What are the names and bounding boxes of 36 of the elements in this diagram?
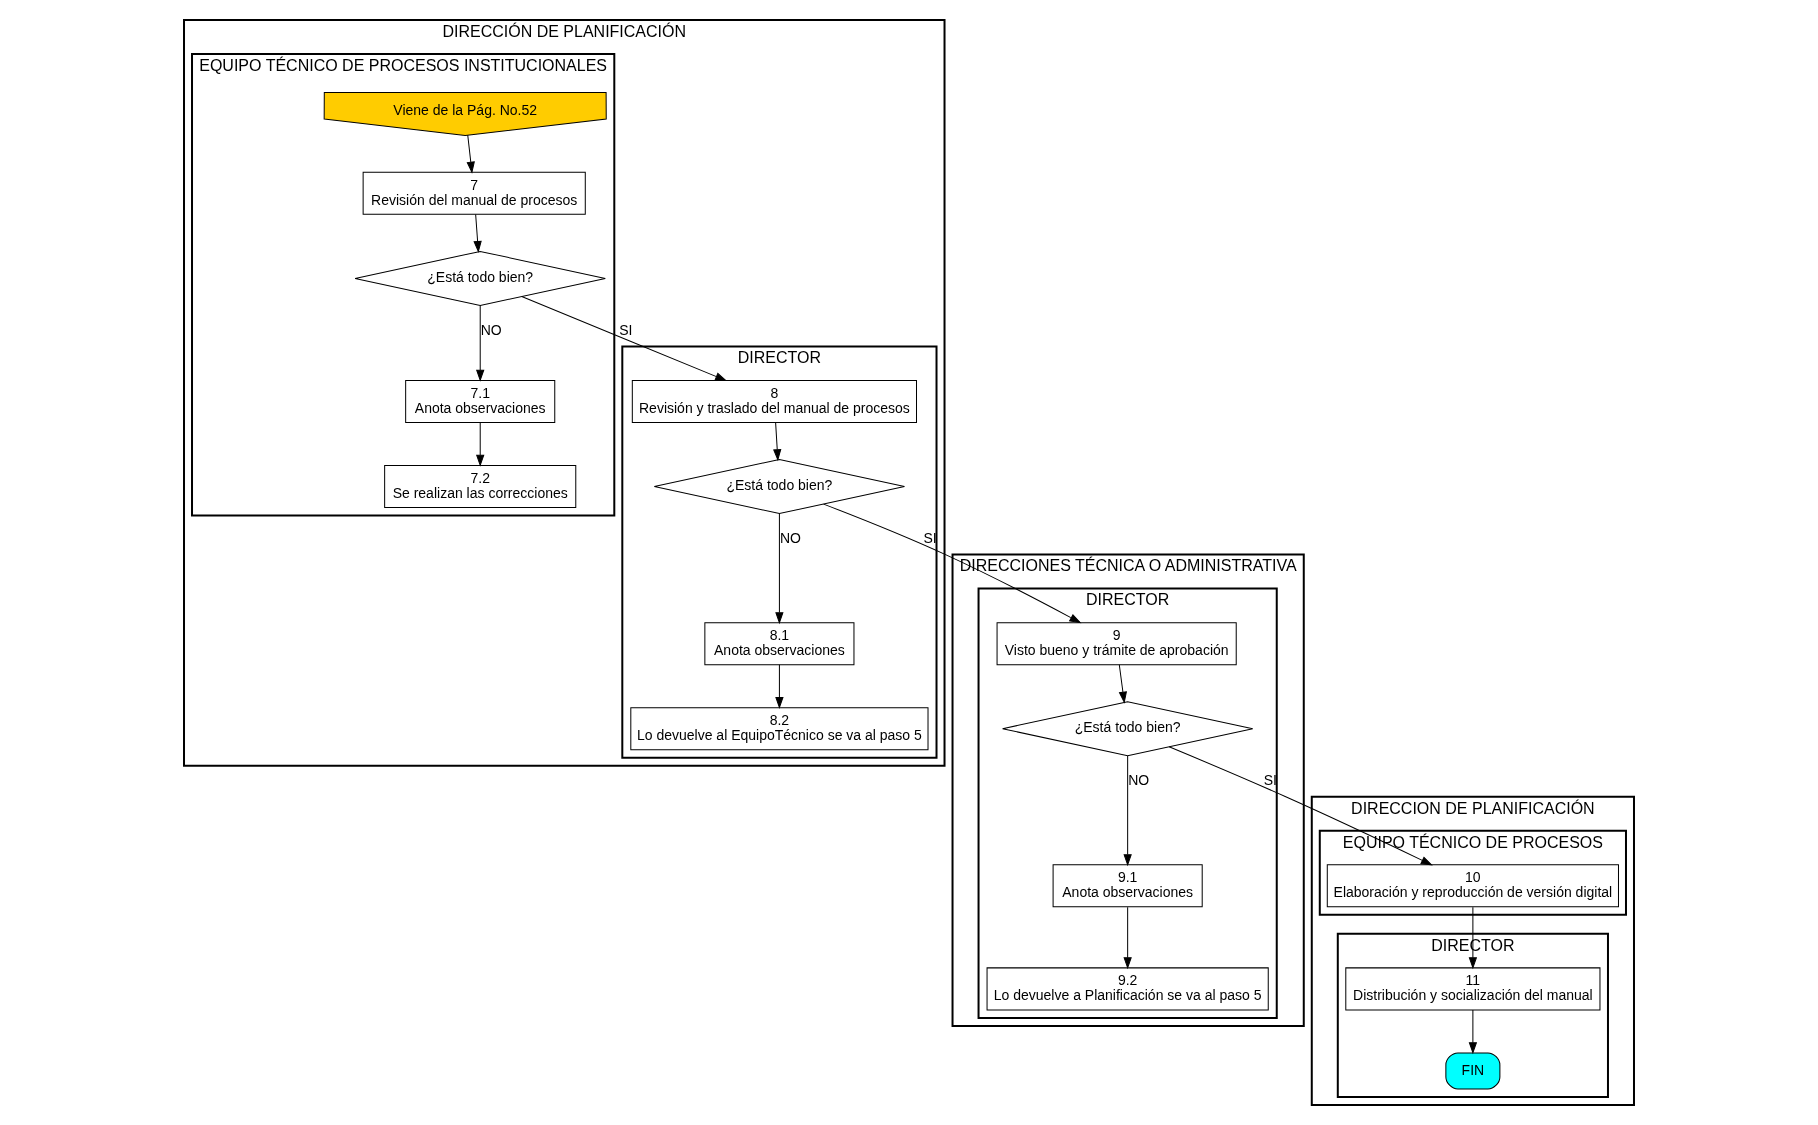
arrow <box>775 513 784 624</box>
arrow <box>1118 664 1127 703</box>
node-box: 9 Visto bueno y trámite de aprobación <box>996 622 1237 666</box>
node-box: 8.1 Anota observaciones <box>704 622 855 666</box>
arrow <box>1123 906 1132 969</box>
edge-label: NO <box>480 321 502 338</box>
arrow <box>476 305 485 381</box>
arrow <box>775 664 784 708</box>
node-box: 10 Elaboración y reproducción de versión digital <box>1326 864 1619 908</box>
node-box: 7.1 Anota observaciones <box>405 380 556 423</box>
arrow <box>1468 906 1477 969</box>
node-box: 8.2 Lo devuelve al EquipoTécnico se va al paso 5 <box>630 707 929 751</box>
arrow <box>476 422 485 466</box>
arrow <box>773 422 782 461</box>
arrow <box>466 134 475 173</box>
edge-label: NO <box>1128 771 1150 788</box>
node-box: 7.2 Se realizan las correcciones <box>384 465 577 509</box>
arrow <box>473 213 482 252</box>
node-box: FIN <box>1445 1052 1501 1090</box>
node-diamond: ¿Está todo bien? <box>653 459 905 515</box>
edge-label: SI <box>1263 771 1277 788</box>
node-diamond: ¿Está todo bien? <box>1002 701 1254 757</box>
node-box: 11 Distribución y socialización del manual <box>1345 967 1601 1011</box>
edge-label: NO <box>779 529 801 546</box>
node-box: 8 Revisión y traslado del manual de procesos <box>631 380 917 423</box>
node-box: 9.2 Lo devuelve a Planificación se va al paso 5 <box>986 967 1269 1011</box>
arrow <box>1168 746 1432 866</box>
arrow <box>1468 1009 1477 1054</box>
node-box: 7 Revisión del manual de procesos <box>362 171 586 215</box>
edge-label: SI <box>619 321 633 338</box>
edge-label: SI <box>923 529 937 546</box>
arrow <box>521 296 727 381</box>
node-diamond: ¿Está todo bien? <box>354 250 606 306</box>
arrow <box>823 503 1081 624</box>
arrow <box>1123 755 1132 866</box>
node-box: 9.1 Anota observaciones <box>1052 864 1203 908</box>
